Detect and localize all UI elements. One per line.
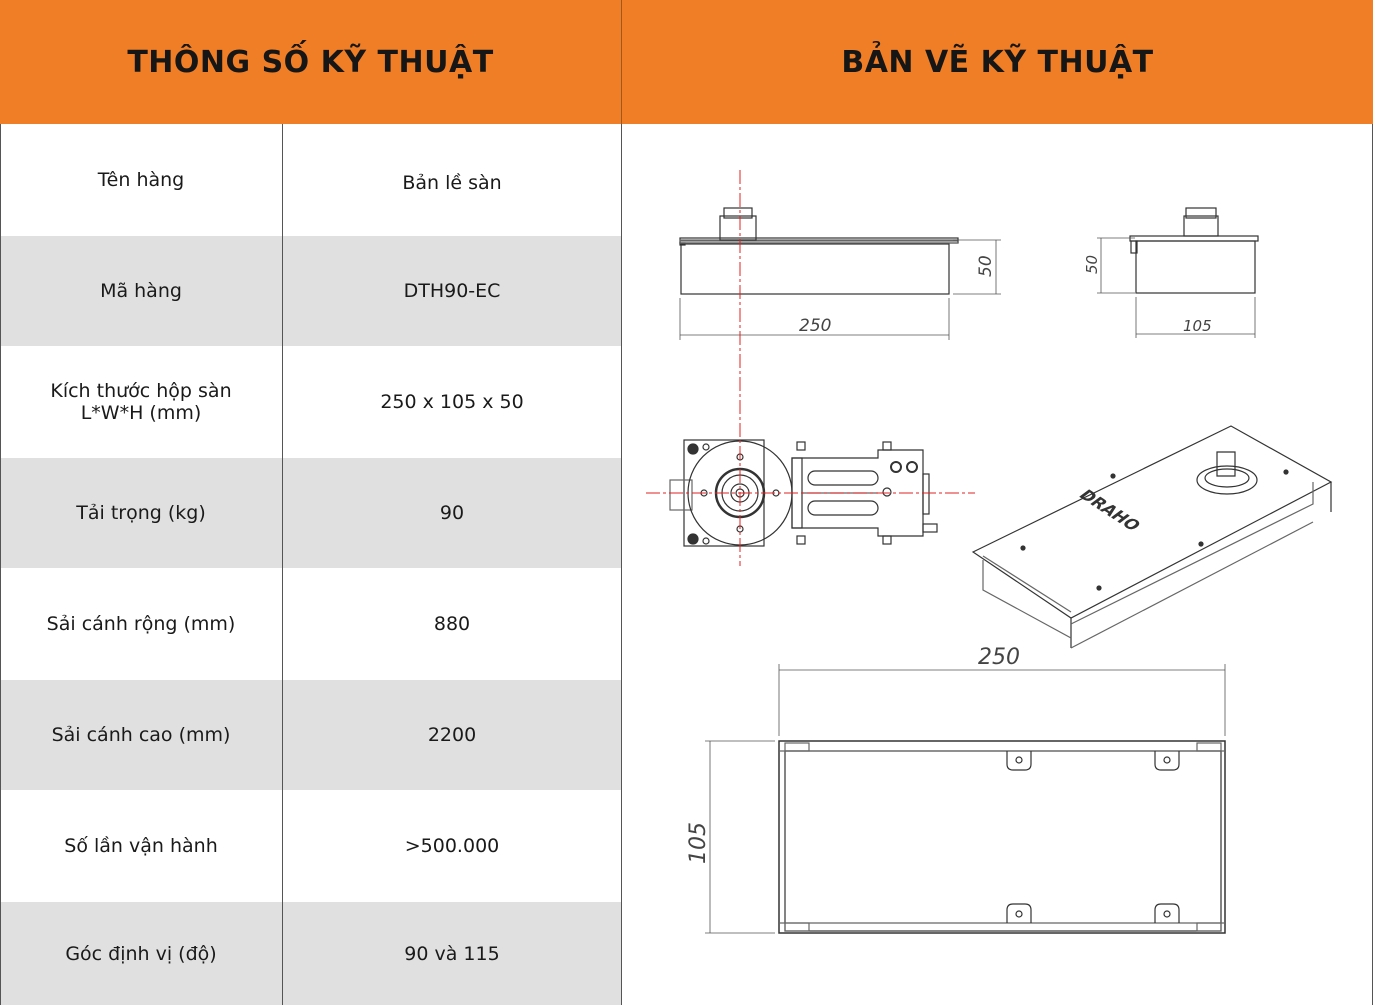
spec-row-angle: Góc định vị (độ) 90 và 115 xyxy=(0,902,622,1005)
brand-text: DRAHO xyxy=(1075,487,1145,534)
specs-header: THÔNG SỐ KỸ THUẬT xyxy=(0,0,622,124)
spec-value: >500.000 xyxy=(404,835,500,857)
spec-row-cycles: Số lần vận hành >500.000 xyxy=(0,790,622,902)
side-height-dimension: 50 xyxy=(1083,255,1101,274)
panel-divider xyxy=(621,124,622,1005)
drawing-header: BẢN VẼ KỸ THUẬT xyxy=(622,0,1373,124)
spec-row-height: Sải cánh cao (mm) 2200 xyxy=(0,680,622,790)
side-elevation-view xyxy=(1097,207,1259,338)
spec-label: Mã hàng xyxy=(100,280,182,302)
isometric-view xyxy=(971,425,1333,649)
left-border xyxy=(0,124,1,1005)
front-length-dimension: 250 xyxy=(799,316,831,336)
spec-row-width: Sải cánh rộng (mm) 880 xyxy=(0,568,622,680)
spec-value: 2200 xyxy=(427,724,477,746)
spec-label: Kích thước hộp sàn L*W*H (mm) xyxy=(50,380,232,424)
spec-label: Tên hàng xyxy=(97,169,185,191)
spec-row-name: Tên hàng Bản lề sàn xyxy=(0,124,622,236)
technical-drawing: 250 50 105 50 xyxy=(623,124,1373,1005)
spec-row-code: Mã hàng DTH90-EC xyxy=(0,236,622,346)
front-elevation-view xyxy=(679,207,1001,340)
spec-label: Sải cánh rộng (mm) xyxy=(46,613,236,635)
column-divider xyxy=(282,124,283,1005)
spec-value: DTH90-EC xyxy=(403,280,501,302)
front-height-dimension: 50 xyxy=(976,255,996,277)
side-width-dimension: 105 xyxy=(1183,317,1212,335)
spec-label: Tải trọng (kg) xyxy=(76,502,206,524)
spec-value: 90 và 115 xyxy=(404,942,500,965)
plan-view xyxy=(705,664,1226,934)
spec-label: Số lần vận hành xyxy=(64,835,218,857)
spec-label: Sải cánh cao (mm) xyxy=(51,724,231,746)
spec-value: 880 xyxy=(433,613,471,635)
spec-value: 250 x 105 x 50 xyxy=(380,391,524,413)
spec-row-load: Tải trọng (kg) 90 xyxy=(0,458,622,568)
spec-value: Bản lề sàn xyxy=(402,172,502,194)
spec-label: Góc định vị (độ) xyxy=(65,942,217,965)
plan-length-dimension: 250 xyxy=(978,645,1020,670)
spec-value: 90 xyxy=(439,502,465,524)
plan-width-dimension: 105 xyxy=(686,822,711,864)
spec-row-size: Kích thước hộp sàn L*W*H (mm) 250 x 105 … xyxy=(0,346,622,458)
center-lines xyxy=(646,170,975,566)
